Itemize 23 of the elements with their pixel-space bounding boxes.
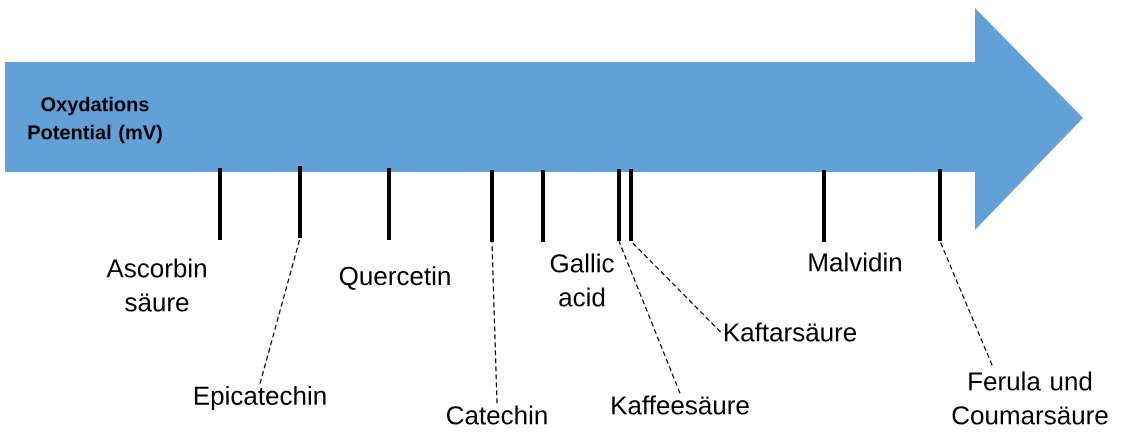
tick-mark <box>629 169 633 241</box>
tick-mark <box>617 169 621 241</box>
tick-mark <box>938 169 942 241</box>
tick-mark <box>298 166 302 238</box>
compound-label: Epicatechin <box>194 385 326 411</box>
tick-mark <box>541 170 545 242</box>
leader-line <box>491 241 498 404</box>
compound-label: Malvidin <box>809 252 901 272</box>
tick-mark <box>822 170 826 242</box>
arrow-band: Oxydations Potential (mV) <box>5 8 1083 230</box>
tick-mark <box>490 170 494 242</box>
tick-mark <box>387 168 391 240</box>
leader-line <box>618 240 681 394</box>
tick-mark <box>218 168 222 240</box>
compound-label: Ferula und Coumarsäure <box>952 371 1108 425</box>
compound-label: Catechin <box>447 405 547 425</box>
compound-label: Gallic acid <box>550 253 614 307</box>
compound-label: Ascorbin säure <box>106 258 206 312</box>
compound-label: Kaftarsäure <box>724 322 857 342</box>
leader-line <box>939 240 993 366</box>
compound-label: Quercetin <box>339 266 450 290</box>
compound-label: Kaffeesäure <box>612 395 749 415</box>
leader-line <box>630 240 722 333</box>
